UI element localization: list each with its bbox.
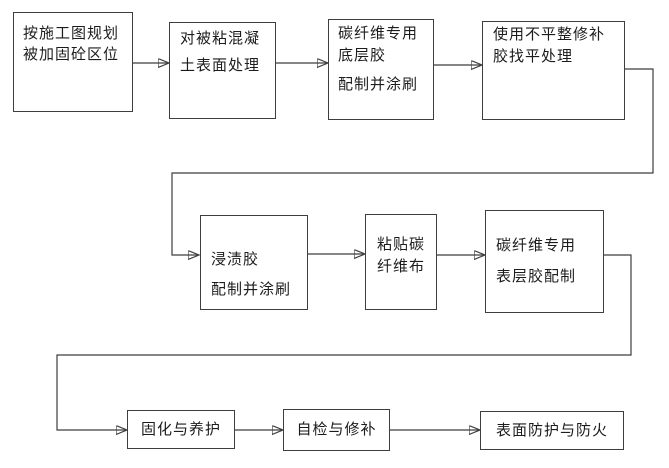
step-label-line2: 配制并涂刷 [211, 281, 292, 298]
step-box-surface-protection: 表面防护与防火 [480, 411, 624, 450]
step-box-plan-location: 按施工图规划 被加固砼区位 [13, 12, 133, 112]
step-box-surface-treatment: 对被粘混凝 土表面处理 [169, 22, 276, 119]
step-box-topcoat-adhesive: 碳纤维专用 表层胶配制 [485, 210, 604, 313]
step-label: 浸渍胶 [211, 251, 260, 268]
step-label: 使用不平整修补 胶找平处理 [493, 26, 606, 65]
step-label: 按施工图规划 被加固砼区位 [23, 25, 120, 63]
step-label: 粘贴碳 纤维布 [377, 236, 426, 275]
step-box-primer-adhesive: 碳纤维专用 底层胶 配制并涂刷 [328, 19, 434, 120]
step-label: 表面防护与防火 [495, 421, 608, 439]
step-box-leveling-repair: 使用不平整修补 胶找平处理 [482, 21, 625, 120]
step-label: 碳纤维专用 [496, 237, 577, 254]
step-label: 固化与养护 [140, 420, 221, 438]
step-box-self-check-repair: 自检与修补 [283, 409, 390, 451]
step-label: 碳纤维专用 底层胶 [338, 25, 419, 64]
step-label-line2: 表层胶配制 [496, 268, 577, 285]
step-label: 自检与修补 [296, 421, 377, 438]
step-label: 对被粘混凝 土表面处理 [180, 30, 261, 74]
step-box-curing-maintenance: 固化与养护 [127, 410, 235, 449]
step-box-impregnating-adhesive: 浸渍胶 配制并涂刷 [200, 215, 308, 310]
step-label-line2: 配制并涂刷 [338, 76, 419, 93]
step-box-paste-cfrp-sheet: 粘贴碳 纤维布 [365, 214, 437, 310]
